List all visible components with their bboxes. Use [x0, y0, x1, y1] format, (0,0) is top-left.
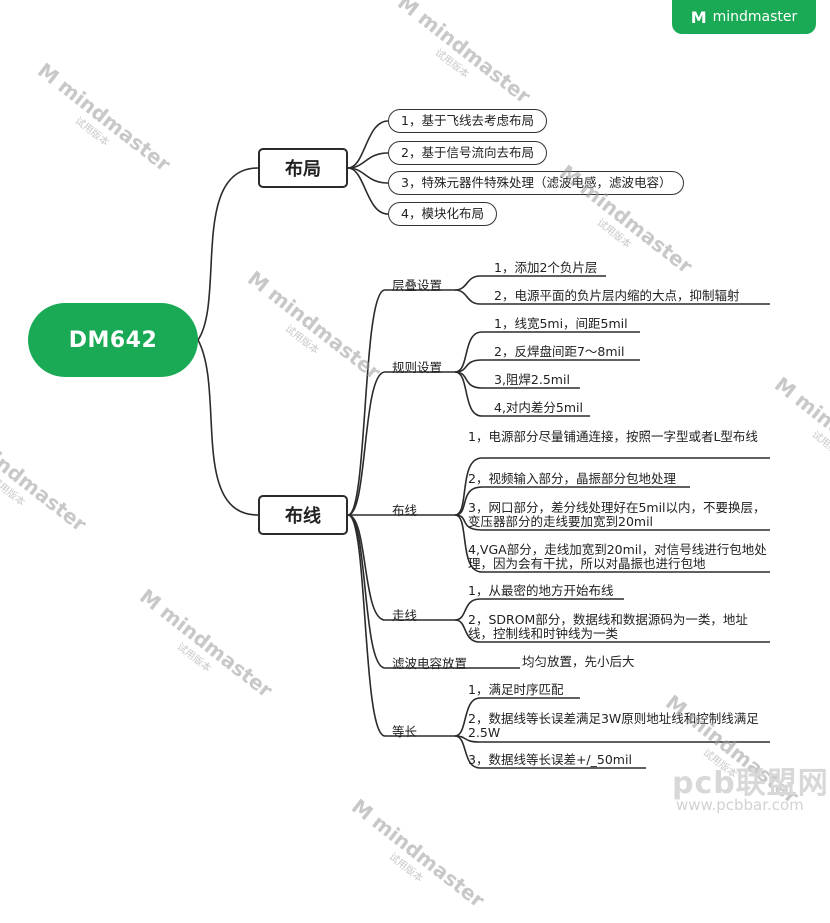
group-capacitor[interactable]: 滤波电容放置 [392, 656, 468, 671]
branch-layout[interactable]: 布局 [258, 148, 348, 188]
group-stackup[interactable]: 层叠设置 [392, 278, 443, 293]
layout-item-1[interactable]: 1，基于飞线去考虑布局 [388, 109, 547, 133]
root-node[interactable]: DM642 [28, 303, 198, 377]
corner-url: www.pcbbar.com [676, 796, 804, 814]
leaf-trace-2[interactable]: 2，SDROM部分，数据线和数据源码为一类，地址线，控制线和时钟线为一类 [468, 612, 748, 641]
layout-item-4[interactable]: 4，模块化布局 [388, 202, 497, 226]
leaf-rules-4[interactable]: 4,对内差分5mil [494, 400, 584, 415]
branch-routing-label: 布线 [285, 506, 321, 527]
branch-routing[interactable]: 布线 [258, 495, 348, 535]
group-trace[interactable]: 走线 [392, 608, 418, 623]
leaf-length-1[interactable]: 1，满足时序匹配 [468, 682, 564, 697]
layout-item-3-text: 3，特殊元器件特殊处理（滤波电感，滤波电容） [401, 175, 672, 190]
leaf-length-3[interactable]: 3，数据线等长误差+/_50mil [468, 752, 632, 767]
layout-item-2-text: 2，基于信号流向去布局 [401, 145, 534, 160]
group-routing[interactable]: 布线 [392, 503, 418, 518]
leaf-rules-1[interactable]: 1，线宽5mi，间距5mil [494, 316, 628, 331]
layout-item-2[interactable]: 2，基于信号流向去布局 [388, 141, 547, 165]
mindmaster-logo-icon: M [690, 7, 707, 27]
group-length-match[interactable]: 等长 [392, 724, 418, 739]
leaf-length-2[interactable]: 2，数据线等长误差满足3W原则地址线和控制线满足2.5W [468, 711, 759, 740]
leaf-routing-3[interactable]: 3，网口部分，差分线处理好在5mil以内，不要换层，变压器部分的走线要加宽到20… [468, 500, 766, 529]
connector-lines [197, 120, 770, 769]
leaf-routing-1[interactable]: 1，电源部分尽量铺通连接，按照一字型或者L型布线 [468, 429, 758, 444]
watermark-sub: 试用版本 [386, 851, 425, 885]
layout-item-1-text: 1，基于飞线去考虑布局 [401, 113, 534, 128]
leaf-routing-2[interactable]: 2，视频输入部分，晶振部分包地处理 [468, 471, 676, 486]
branch-layout-label: 布局 [285, 159, 321, 180]
leaf-capacitor-1[interactable]: 均匀放置，先小后大 [522, 654, 635, 669]
leaf-stackup-2[interactable]: 2，电源平面的负片层内缩的大点，抑制辐射 [494, 288, 740, 303]
leaf-stackup-1[interactable]: 1，添加2个负片层 [494, 260, 598, 275]
group-rules[interactable]: 规则设置 [392, 360, 443, 375]
brand-label: mindmaster [712, 9, 798, 25]
leaf-rules-2[interactable]: 2，反焊盘间距7～8mil [494, 344, 625, 359]
leaf-rules-3[interactable]: 3,阻焊2.5mil [494, 372, 570, 387]
layout-item-4-text: 4，模块化布局 [401, 206, 484, 221]
root-label: DM642 [68, 327, 158, 353]
corner-watermark: pcb联盟网 [672, 766, 829, 801]
brand-badge: M mindmaster [672, 0, 816, 34]
layout-item-3[interactable]: 3，特殊元器件特殊处理（滤波电感，滤波电容） [388, 171, 685, 195]
leaf-trace-1[interactable]: 1，从最密的地方开始布线 [468, 583, 614, 598]
leaf-routing-4[interactable]: 4,VGA部分，走线加宽到20mil，对信号线进行包地处理，因为会有干扰，所以对… [468, 542, 767, 571]
